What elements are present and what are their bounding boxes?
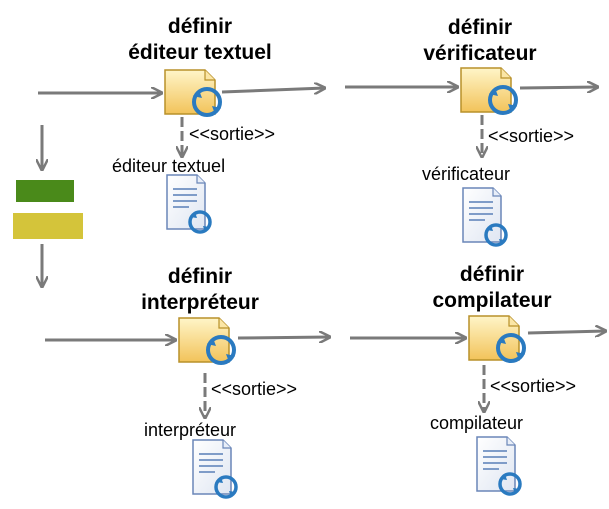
task-title-editor: définir éditeur textuel bbox=[100, 14, 300, 66]
task-compiler[interactable] bbox=[350, 315, 606, 496]
output-stereotype-editor: <<sortie>> bbox=[189, 124, 276, 144]
task-title-compiler: définir compilateur bbox=[392, 262, 592, 314]
task-title-interpreter: définir interpréteur bbox=[100, 264, 300, 316]
artifact-label-compiler: compilateur bbox=[430, 413, 524, 433]
task-verifier[interactable] bbox=[345, 67, 598, 247]
outgoing-edge-verifier bbox=[519, 87, 598, 88]
task-title-line2: vérificateur bbox=[423, 42, 537, 65]
artifact-label-editor: éditeur textuel bbox=[112, 156, 226, 176]
artifact-document-icon bbox=[166, 174, 212, 234]
task-title-line1: définir bbox=[459, 263, 525, 286]
task-editor[interactable] bbox=[38, 69, 325, 234]
task-title-line1: définir bbox=[167, 15, 233, 38]
artifact-label-interpreter: interpréteur bbox=[144, 420, 237, 440]
output-stereotype-verifier: <<sortie>> bbox=[488, 126, 575, 146]
task-title-line1: définir bbox=[447, 16, 513, 39]
artifact-document-icon bbox=[192, 439, 238, 499]
artifact-label-verifier: vérificateur bbox=[422, 164, 511, 184]
task-icon bbox=[460, 67, 518, 115]
output-stereotype-interpreter: <<sortie>> bbox=[211, 379, 298, 399]
artifact-document-icon bbox=[476, 436, 522, 496]
fork-bar-top[interactable] bbox=[16, 180, 74, 202]
task-icon bbox=[164, 69, 222, 117]
output-stereotype-compiler: <<sortie>> bbox=[490, 376, 577, 396]
outgoing-edge-interpreter bbox=[237, 337, 330, 338]
task-icon bbox=[468, 315, 526, 363]
task-title-line1: définir bbox=[167, 265, 233, 288]
outgoing-edge-editor bbox=[221, 88, 325, 92]
artifact-document-icon bbox=[462, 187, 508, 247]
outgoing-edge-compiler bbox=[527, 331, 606, 333]
task-title-line2: compilateur bbox=[432, 289, 552, 312]
task-title-line2: éditeur textuel bbox=[128, 41, 272, 64]
fork-bar-bottom[interactable] bbox=[13, 213, 83, 239]
task-interpreter[interactable] bbox=[45, 317, 330, 499]
task-icon bbox=[178, 317, 236, 365]
task-title-line2: interpréteur bbox=[141, 291, 259, 314]
task-title-verifier: définir vérificateur bbox=[380, 15, 580, 67]
